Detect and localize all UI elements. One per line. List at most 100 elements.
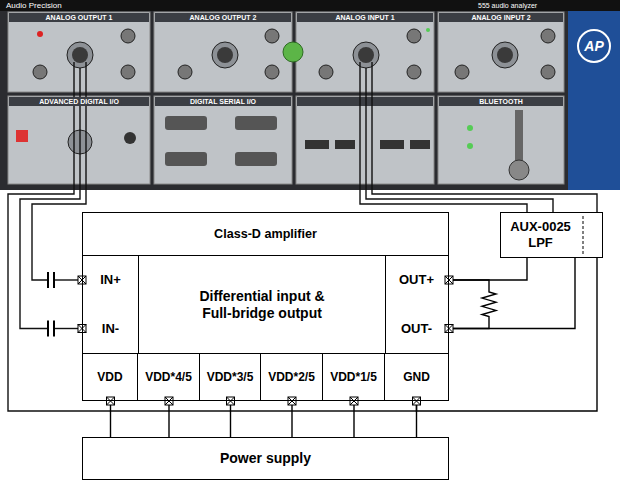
filter-divider <box>583 216 584 254</box>
xlr-socket <box>217 47 233 63</box>
cable <box>20 68 80 329</box>
capacitor-symbol <box>53 321 55 337</box>
terminal-square <box>350 397 358 405</box>
terminal-marker <box>413 397 421 405</box>
terminal-square <box>227 397 235 405</box>
terminal-marker <box>288 397 296 405</box>
terminal-cross <box>288 397 296 405</box>
bnc-connector <box>265 29 279 43</box>
terminal-cross <box>445 276 453 284</box>
status-led <box>37 31 43 37</box>
panel-title: DIGITAL SERIAL I/O <box>188 97 258 106</box>
panel-header <box>297 97 433 106</box>
terminal-square <box>413 397 421 405</box>
supply-pin: GND <box>385 353 448 400</box>
box-text: IN- <box>102 321 119 337</box>
antenna <box>515 110 523 166</box>
bnc-connector <box>265 65 279 79</box>
io-panel <box>296 96 434 184</box>
hdmi-port <box>380 140 404 149</box>
brand-text: Audio Precision <box>6 1 62 10</box>
logo-panel <box>568 11 620 190</box>
panel-header <box>297 13 433 22</box>
capacitor-symbol <box>47 272 49 288</box>
terminal-square <box>445 276 453 284</box>
box-text: VDD*4/5 <box>145 370 192 384</box>
status-led <box>467 125 473 131</box>
supply-pin: VDD*3/5 <box>200 353 261 400</box>
panel-title: ADVANCED DIGITAL I/O <box>37 97 121 106</box>
terminal-square <box>107 397 115 405</box>
wire <box>168 400 169 437</box>
terminal-cross <box>350 397 358 405</box>
power-supply-box: Power supply <box>82 437 449 480</box>
panel-header <box>9 13 149 22</box>
dsub-connector <box>235 152 277 166</box>
box-text: IN+ <box>100 272 121 288</box>
box-text: Class-D amplifier <box>83 213 448 256</box>
hdmi-port <box>335 140 355 149</box>
capacitor-symbol <box>47 321 49 337</box>
wire <box>417 258 598 411</box>
pin-label: OUT+ <box>385 256 448 304</box>
xlr-socket <box>497 47 513 63</box>
terminal-marker <box>165 397 173 405</box>
io-panel <box>8 12 150 92</box>
status-led <box>467 143 473 149</box>
terminal-cross <box>227 397 235 405</box>
bnc-connector <box>178 65 192 79</box>
io-panel <box>154 96 292 184</box>
core-box: Differential input & Full-bridge output <box>138 255 386 354</box>
io-panel <box>154 12 292 92</box>
optical-port <box>16 130 28 142</box>
cable <box>360 62 527 212</box>
terminal-cross <box>445 325 453 333</box>
box-text: Power supply <box>220 450 311 467</box>
filter-box: AUX-0025 LPF <box>500 212 603 258</box>
wire <box>448 258 575 329</box>
bnc-connector <box>319 65 333 79</box>
box-text: VDD*1/5 <box>330 370 377 384</box>
dsub-connector <box>165 116 207 130</box>
terminal-cross <box>445 276 453 284</box>
terminal-cross <box>350 397 358 405</box>
hdmi-port <box>410 140 430 149</box>
wire <box>110 400 111 437</box>
wire <box>291 400 292 437</box>
cable <box>372 62 597 212</box>
xlr-connector <box>67 42 93 68</box>
panel-title: ANALOG INPUT 2 <box>469 13 532 22</box>
xlr-connector <box>212 42 238 68</box>
box-text: OUT+ <box>399 272 434 288</box>
pin-label: IN+ <box>83 256 138 304</box>
analyzer-body <box>0 0 620 190</box>
panel-header <box>9 97 149 106</box>
logo-text: AP <box>584 39 603 53</box>
bnc-connector <box>121 65 135 79</box>
box-text: Differential input & Full-bridge output <box>187 288 337 322</box>
model-text: 555 audio analyzer <box>478 1 537 10</box>
bnc-connector <box>541 65 555 79</box>
dsub-connector <box>165 152 207 166</box>
panel-header <box>155 13 291 22</box>
bnc-connector <box>407 65 421 79</box>
cable <box>32 62 86 280</box>
logo-ring <box>578 30 610 62</box>
pin-label: IN- <box>83 304 138 353</box>
panel-title: BLUETOOTH <box>477 97 524 106</box>
terminal-marker <box>227 397 235 405</box>
panel-header <box>439 97 563 106</box>
terminal-marker <box>350 397 358 405</box>
terminal-square <box>165 397 173 405</box>
box-text: AUX-0025 LPF <box>501 219 580 250</box>
supply-pin: VDD <box>83 353 138 400</box>
terminal-cross <box>165 397 173 405</box>
terminal-cross <box>107 397 115 405</box>
io-panel <box>438 12 564 92</box>
bnc-connector <box>121 29 135 43</box>
terminal-cross <box>165 397 173 405</box>
panel-title: ANALOG OUTPUT 2 <box>188 13 259 22</box>
capacitor-symbol <box>53 272 55 288</box>
io-panel <box>8 96 150 184</box>
